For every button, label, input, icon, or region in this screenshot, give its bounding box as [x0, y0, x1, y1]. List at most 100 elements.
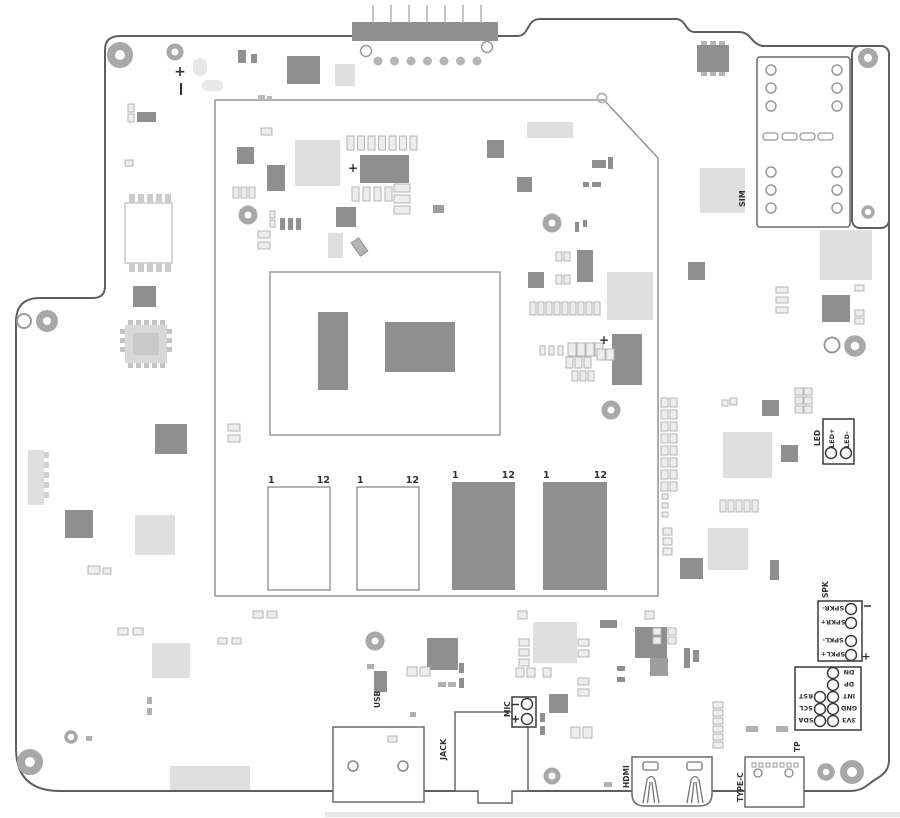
board-outline [15, 18, 890, 792]
component [563, 251, 571, 262]
tp-dn-label: DN [844, 668, 855, 676]
component [772, 762, 778, 768]
component [147, 708, 152, 715]
mic-label: MIC [503, 701, 512, 717]
component [87, 565, 101, 575]
board-connector-2 [356, 486, 420, 591]
component [660, 397, 669, 408]
component [583, 220, 587, 227]
side-bracket [851, 45, 890, 229]
solder-dot [373, 56, 383, 66]
component [102, 567, 112, 575]
component [762, 400, 779, 416]
spk-plus-mark: + [861, 650, 870, 663]
component [117, 627, 129, 636]
component [587, 370, 595, 382]
component [129, 263, 135, 272]
pin-number: 12 [594, 470, 607, 481]
usb-label: USB [373, 691, 382, 708]
component [128, 320, 133, 325]
tp-int-label: INT [842, 692, 855, 700]
component [152, 320, 157, 325]
component [549, 694, 568, 713]
component [794, 396, 804, 405]
tp-pin [826, 702, 840, 716]
component [701, 41, 707, 45]
cpu-region [269, 271, 501, 436]
component [393, 194, 411, 204]
component [387, 735, 398, 743]
component [156, 194, 162, 203]
component [227, 423, 241, 432]
component [650, 658, 668, 676]
component [565, 356, 574, 369]
component [662, 547, 673, 556]
mounting-hole [844, 335, 866, 357]
tp-pin [826, 714, 840, 728]
component [44, 482, 49, 488]
component [515, 667, 525, 678]
component [600, 620, 617, 628]
tp-dp-label: DP [844, 680, 854, 688]
component [133, 333, 159, 355]
component [723, 432, 772, 478]
component [393, 205, 411, 215]
typec-hole [753, 768, 763, 778]
pin-number: 1 [452, 470, 459, 481]
component [167, 329, 172, 334]
component [555, 274, 563, 285]
spk-pin [844, 648, 858, 662]
component [775, 306, 789, 314]
component [267, 165, 285, 191]
component [170, 766, 250, 790]
component [144, 320, 149, 325]
mounting-hole [17, 749, 43, 775]
component [593, 301, 601, 316]
component [592, 160, 606, 168]
component [518, 658, 530, 667]
component [132, 627, 144, 636]
component [517, 610, 528, 620]
component [712, 709, 724, 717]
component [136, 320, 141, 325]
component [527, 122, 573, 138]
tp-rst-label: RST [798, 692, 813, 700]
pin-number: 12 [317, 475, 330, 486]
component [336, 207, 356, 227]
component [266, 610, 278, 619]
sim-slot [799, 132, 816, 141]
component [373, 186, 382, 202]
component [661, 493, 669, 500]
component [138, 194, 144, 203]
component [227, 434, 241, 443]
component [409, 135, 418, 151]
component [574, 356, 583, 369]
component [561, 301, 569, 316]
sim-slot [817, 132, 834, 141]
component [571, 370, 579, 382]
component [128, 363, 133, 368]
led-pin [824, 446, 838, 460]
sim-pad [831, 184, 843, 196]
pin-number: 12 [406, 475, 419, 486]
component [701, 72, 707, 76]
mounting-hole [238, 205, 258, 225]
component [427, 638, 458, 670]
component [160, 320, 165, 325]
solder-dot [472, 56, 482, 66]
component [644, 610, 655, 620]
component [351, 186, 360, 202]
type-c-connector [744, 756, 805, 808]
component [794, 387, 804, 396]
component [231, 637, 242, 645]
mounting-hole [542, 213, 562, 233]
component [727, 499, 735, 513]
polarity-plus-mark: + [599, 333, 609, 347]
pin-hole [480, 40, 494, 54]
component [660, 409, 669, 420]
component [120, 329, 125, 334]
hdmi-slot [686, 761, 703, 771]
component [712, 741, 724, 749]
soic-chip [124, 202, 173, 264]
